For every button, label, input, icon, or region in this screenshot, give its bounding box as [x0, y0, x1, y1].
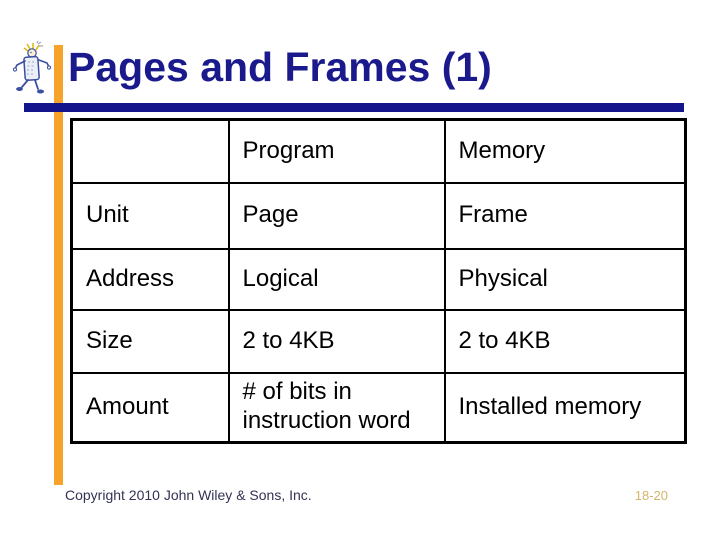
cell-memory: 2 to 4KB — [443, 308, 687, 374]
cell-program: # of bits in instruction word — [227, 371, 446, 444]
table-row-address: Address Logical Physical — [70, 247, 687, 311]
page-title: Pages and Frames (1) — [68, 44, 492, 90]
header-program: Program — [227, 118, 446, 184]
page-number: 18-20 — [634, 488, 668, 503]
cell-memory: Installed memory — [443, 371, 687, 444]
table-row-size: Size 2 to 4KB 2 to 4KB — [70, 308, 687, 374]
cell-program: Logical — [227, 247, 446, 311]
cell-memory: Physical — [443, 247, 687, 311]
cell-memory: Frame — [443, 181, 687, 250]
copyright-text: Copyright 2010 John Wiley & Sons, Inc. — [65, 487, 312, 503]
pages-frames-table: Program Memory Unit Page Frame Address L… — [70, 118, 687, 444]
table-header-row: Program Memory — [70, 118, 687, 184]
cell-program: 2 to 4KB — [227, 308, 446, 374]
header-empty-cell — [70, 118, 230, 184]
mascot-icon — [12, 41, 52, 94]
cell-program: Page — [227, 181, 446, 250]
vertical-accent-bar — [54, 45, 63, 485]
row-label: Size — [70, 308, 230, 374]
table-row-unit: Unit Page Frame — [70, 181, 687, 250]
row-label: Amount — [70, 371, 230, 444]
title-underline-bar — [24, 103, 684, 112]
table-row-amount: Amount # of bits in instruction word Ins… — [70, 371, 687, 444]
header-memory: Memory — [443, 118, 687, 184]
row-label: Unit — [70, 181, 230, 250]
row-label: Address — [70, 247, 230, 311]
